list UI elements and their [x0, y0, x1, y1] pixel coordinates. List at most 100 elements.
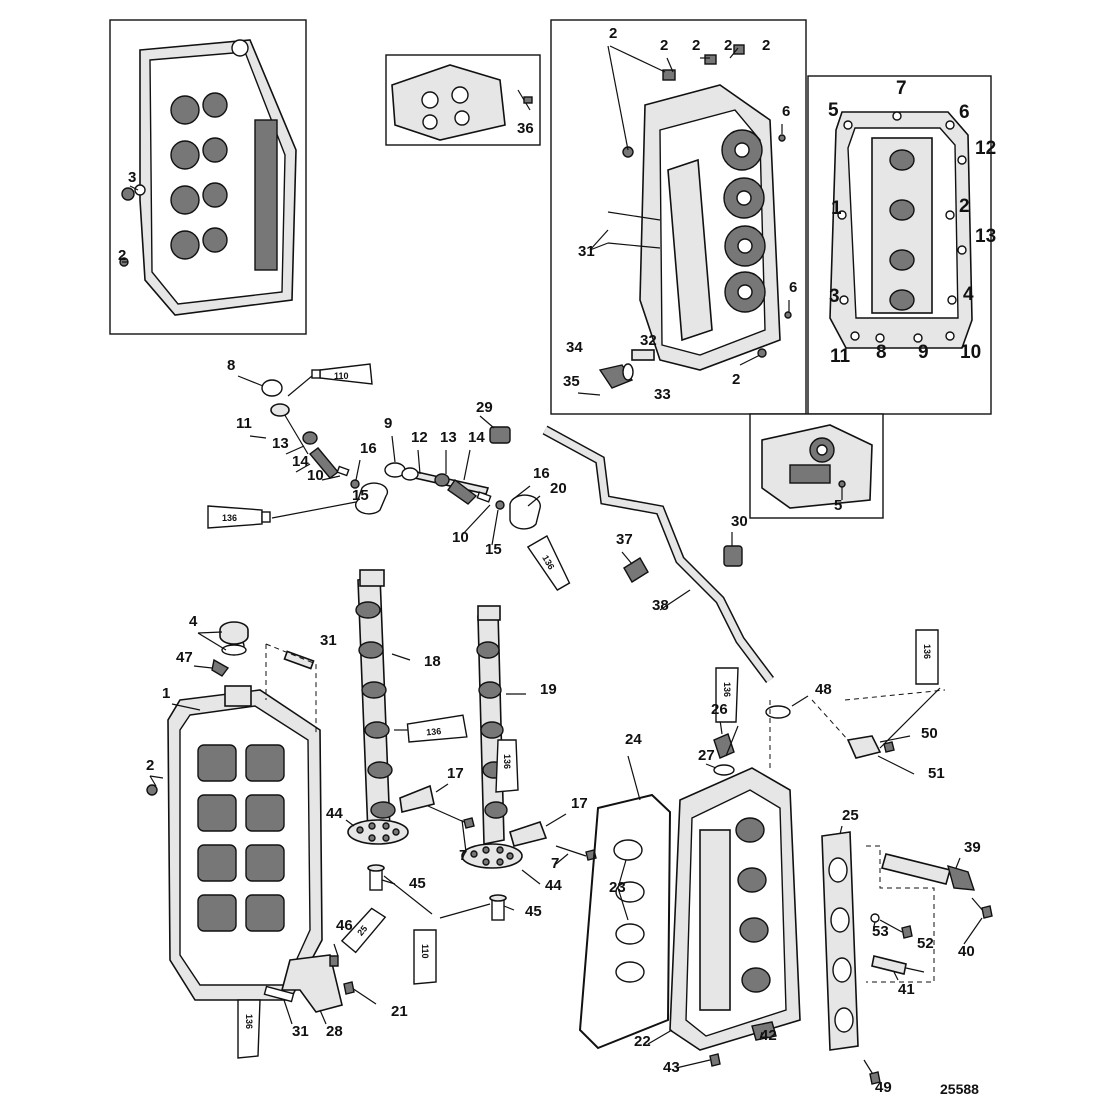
- cover-detail-illustration: [761, 424, 873, 509]
- callout-c-27: 27: [698, 747, 715, 764]
- callout-c-6b: 6: [789, 279, 797, 296]
- figure-number: 25588: [940, 1081, 979, 1097]
- callout-c-2d: 2: [959, 196, 970, 217]
- callout-c-8b: 8: [227, 357, 235, 374]
- tube-110b: 110: [413, 929, 437, 985]
- callout-c-36: 36: [517, 120, 534, 137]
- dowel-pins: [367, 864, 515, 921]
- tube-110a: 110: [311, 363, 373, 385]
- tube-25: 25: [340, 907, 387, 954]
- callout-c-53: 53: [872, 923, 889, 940]
- callout-c-1b: 1: [162, 685, 170, 702]
- callout-c-22: 22: [634, 1033, 651, 1050]
- callout-c-2e: 2: [146, 757, 154, 774]
- tube-110a-label: 110: [334, 371, 349, 381]
- callout-c-10a: 10: [960, 342, 981, 363]
- callout-c-5a: 5: [828, 100, 839, 121]
- callout-c-23: 23: [609, 879, 626, 896]
- callout-c-2b4: 2: [724, 37, 732, 54]
- callout-c-15a: 15: [352, 487, 369, 504]
- tube-136c-label: 136: [426, 726, 442, 737]
- callout-c-18: 18: [424, 653, 441, 670]
- bracket-and-fasteners: [263, 943, 377, 1025]
- callout-c-26: 26: [711, 701, 728, 718]
- callout-c-41: 41: [898, 981, 915, 998]
- callout-c-12: 12: [975, 138, 996, 159]
- valve-train-illustration: [237, 375, 541, 546]
- callout-c-31b: 31: [320, 632, 337, 649]
- callout-c-38: 38: [652, 597, 669, 614]
- callout-c-21: 21: [391, 1003, 408, 1020]
- cam-cover-illustration: [647, 700, 801, 1069]
- callout-c-2c: 2: [732, 371, 740, 388]
- callout-c-17b: 17: [571, 795, 588, 812]
- callout-c-2b5: 2: [762, 37, 770, 54]
- head-top-view-illustration: [391, 64, 533, 141]
- callout-c-2a: 2: [118, 247, 126, 264]
- callout-c-44a: 44: [326, 805, 343, 822]
- callout-c-32: 32: [640, 332, 657, 349]
- callout-c-30: 30: [731, 513, 748, 530]
- tube-136d-label: 136: [502, 754, 512, 769]
- tube-136e-label: 136: [722, 682, 732, 697]
- callout-c-12b: 12: [411, 429, 428, 446]
- callout-c-11a: 11: [830, 346, 851, 367]
- callout-c-45b: 45: [525, 903, 542, 920]
- callout-c-2b2: 2: [660, 37, 668, 54]
- cylinder-head-main-illustration: [146, 621, 323, 1001]
- callout-c-34: 34: [566, 339, 583, 356]
- callout-c-15b: 15: [485, 541, 502, 558]
- camshaft-exhaust: [476, 605, 526, 845]
- tube-136c: 136: [406, 714, 468, 743]
- callout-c-39: 39: [964, 839, 981, 856]
- water-hose-illustration: [479, 415, 809, 719]
- callout-c-4b: 4: [189, 613, 198, 630]
- callout-c-11b: 11: [236, 415, 252, 432]
- callout-c-28: 28: [326, 1023, 343, 1040]
- tube-136a-label: 136: [222, 513, 237, 523]
- callout-c-31a: 31: [578, 243, 595, 260]
- callout-c-13a: 13: [975, 226, 996, 247]
- callout-c-42: 42: [760, 1027, 777, 1044]
- tube-136b: 136: [526, 535, 571, 591]
- callout-c-45a: 45: [409, 875, 426, 892]
- tube-110b-label: 110: [420, 944, 430, 959]
- callout-c-5b: 5: [834, 497, 842, 514]
- tube-136g-label: 136: [244, 1014, 254, 1029]
- callout-c-13b: 13: [272, 435, 289, 452]
- callout-c-14a: 14: [292, 453, 309, 470]
- callout-c-9b: 9: [384, 415, 392, 432]
- callout-c-10b: 10: [307, 467, 324, 484]
- callout-c-40: 40: [958, 943, 975, 960]
- callout-c-19: 19: [540, 681, 557, 698]
- tube-136a: 136: [207, 505, 271, 529]
- callout-c-24: 24: [625, 731, 642, 748]
- callout-c-3b: 3: [829, 286, 840, 307]
- camshaft-intake: [355, 569, 411, 835]
- callout-c-8a: 8: [876, 342, 887, 363]
- callout-c-29: 29: [476, 399, 493, 416]
- callout-c-17a: 17: [447, 765, 464, 782]
- callout-c-44b: 44: [545, 877, 562, 894]
- temperature-sensor-assembly: [866, 845, 993, 983]
- sensor-assembly: [811, 689, 946, 775]
- cam-cover-sequence-illustration: [829, 111, 973, 349]
- tube-25-label: 25: [355, 923, 369, 937]
- callout-c-37: 37: [616, 531, 633, 548]
- callout-c-16a: 16: [360, 440, 377, 457]
- callout-c-49: 49: [875, 1079, 892, 1096]
- cylinder-head-assembly-illustration: [577, 44, 792, 396]
- callout-c-47: 47: [176, 649, 193, 666]
- callout-c-2b1: 2: [609, 25, 617, 42]
- callout-c-20: 20: [550, 480, 567, 497]
- tube-136e: 136: [715, 667, 739, 723]
- callout-c-7c: 7: [551, 855, 559, 872]
- callout-c-14b: 14: [468, 429, 485, 446]
- tube-136f: 136: [915, 629, 939, 685]
- callout-c-2b3: 2: [692, 37, 700, 54]
- callout-c-13c: 13: [440, 429, 457, 446]
- tube-136d: 136: [495, 739, 519, 793]
- callout-c-25a: 25: [842, 807, 859, 824]
- cylinder-head-rear-illustration: [119, 39, 297, 316]
